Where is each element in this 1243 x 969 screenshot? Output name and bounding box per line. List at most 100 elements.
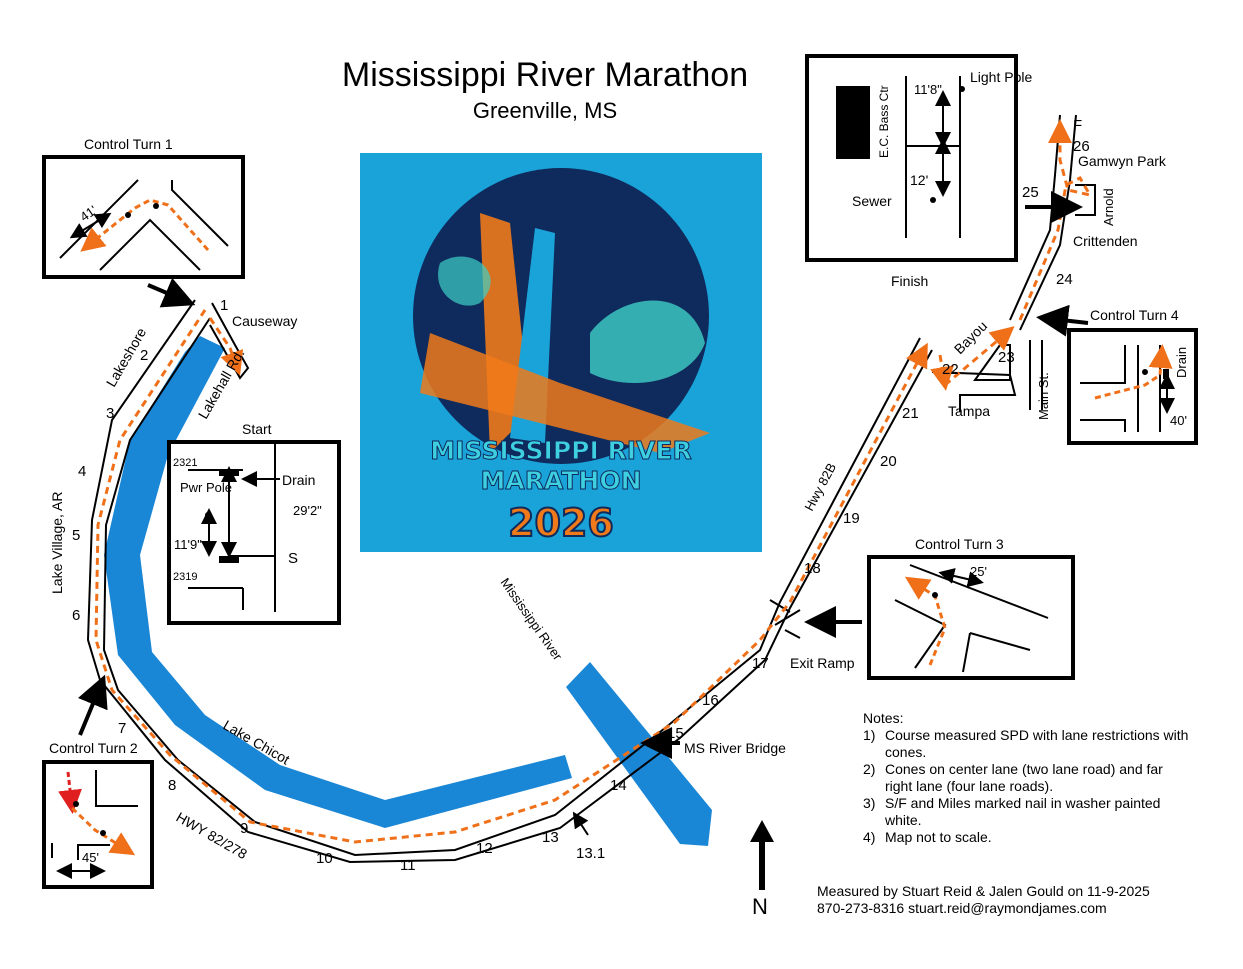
mile-13-1-pointer	[572, 811, 589, 836]
note-item: 2) Cones on center lane (two lane road) a…	[863, 761, 1193, 795]
note-item: 4) Map not to scale.	[863, 829, 1193, 846]
mile-9: 9	[240, 820, 248, 837]
mile-25: 25	[1022, 184, 1039, 201]
start-box: Start 2321 2319 Pwr Pole 11'9" Drain 29'…	[167, 421, 341, 625]
note-item: 1) Course measured SPD with lane restrict…	[863, 727, 1193, 761]
mile-21: 21	[902, 405, 919, 422]
river-label: Mississippi River	[498, 575, 566, 663]
start-drain-label: Drain	[282, 472, 315, 488]
control-turn-4-title: Control Turn 4	[1090, 307, 1179, 323]
mile-12: 12	[476, 840, 493, 857]
start-drain-dist: 29'2"	[293, 503, 322, 518]
arnold-label: Arnold	[1101, 188, 1116, 226]
finish-light-pole: Light Pole	[970, 69, 1032, 85]
control-turn-1-title: Control Turn 1	[84, 136, 173, 152]
map-subtitle: Greenville, MS	[472, 98, 618, 123]
start-pole-label: Pwr Pole	[180, 480, 232, 495]
logo-year: 2026	[508, 501, 614, 545]
mile-markers: 1 2 3 4 5 6 7 8 9 10 11 12 13 13.1 14 15…	[72, 117, 1090, 874]
mile-7: 7	[118, 720, 126, 737]
lake-chicot	[104, 336, 572, 828]
mile-5: 5	[72, 527, 80, 544]
lake-village-label: Lake Village, AR	[49, 492, 65, 594]
mile-16: 16	[702, 692, 719, 709]
finish-building: E.C. Bass Ctr	[877, 85, 891, 158]
mile-20: 20	[880, 453, 897, 470]
finish-box: E.C. Bass Ctr Light Pole 11'8" Sewer 12'…	[805, 54, 1032, 289]
control-turn-4-box: Control Turn 4 Drain 40'	[1067, 307, 1198, 445]
note-text: S/F and Miles marked nail in washer pain…	[885, 795, 1161, 828]
exit-ramp-label: Exit Ramp	[790, 655, 855, 671]
note-num: 3)	[863, 795, 876, 811]
causeway-label: Causeway	[232, 313, 297, 329]
tampa-label: Tampa	[948, 403, 990, 419]
control-pointers	[78, 191, 1089, 759]
finish-light-dist: 11'8"	[914, 82, 942, 97]
north-arrow: N	[750, 820, 774, 919]
mile-13: 13	[542, 829, 559, 846]
mile-26: 26	[1073, 138, 1090, 155]
credit-contact: 870-273-8316 stuart.reid@raymondjames.co…	[817, 900, 1107, 916]
mile-23: 23	[998, 349, 1015, 366]
mile-10: 10	[316, 850, 333, 867]
mile-6: 6	[72, 607, 80, 624]
control-turn-3-title: Control Turn 3	[915, 536, 1004, 552]
hwy-82b-label: Hwy 82B	[801, 460, 839, 513]
mile-19: 19	[843, 510, 860, 527]
crittenden-label: Crittenden	[1073, 233, 1138, 249]
finish-sewer: Sewer	[852, 193, 892, 209]
logo-line2: MARATHON	[480, 466, 641, 495]
event-logo: MISSISSIPPI RIVER MARATHON 2026	[360, 153, 762, 552]
control-turn-4-dist: 40'	[1170, 413, 1187, 428]
start-addr-bottom: 2319	[173, 571, 197, 583]
start-marker: S	[288, 550, 298, 567]
notes-panel: Notes: 1) Course measured SPD with lane r…	[863, 710, 1193, 846]
mile-18: 18	[804, 560, 821, 577]
course-route	[94, 119, 1094, 844]
note-text: Cones on center lane (two lane road) and…	[885, 761, 1163, 794]
note-text: Map not to scale.	[885, 829, 992, 845]
mile-15: 15	[667, 725, 684, 742]
mile-3: 3	[106, 405, 114, 422]
control-turn-2-dist: 45'	[82, 850, 99, 865]
finish-title: Finish	[891, 273, 928, 289]
finish-sewer-dist: 12'	[910, 172, 928, 188]
mile-22: 22	[942, 361, 959, 378]
note-num: 4)	[863, 829, 876, 845]
control-turn-3-box: Control Turn 3 25'	[867, 536, 1075, 680]
mile-13-1: 13.1	[576, 845, 605, 862]
control-turn-1-box: Control Turn 1 41'	[42, 136, 245, 279]
start-addr-top: 2321	[173, 457, 197, 469]
mile-17: 17	[752, 655, 769, 672]
note-text: Course measured SPD with lane restrictio…	[885, 727, 1189, 760]
mile-11: 11	[400, 857, 416, 874]
note-num: 1)	[863, 727, 876, 743]
credit-measured-by: Measured by Stuart Reid & Jalen Gould on…	[817, 883, 1150, 899]
mississippi-river	[566, 662, 712, 846]
map-title: Mississippi River Marathon	[341, 56, 749, 94]
mile-2: 2	[140, 347, 148, 364]
bridge-label: MS River Bridge	[684, 740, 786, 756]
mile-4: 4	[78, 463, 86, 480]
finish-marker: F	[1073, 117, 1082, 134]
north-label: N	[752, 894, 768, 919]
mile-14: 14	[610, 777, 627, 794]
control-turn-2-box: Control Turn 2 45'	[42, 740, 154, 889]
notes-heading: Notes:	[863, 710, 904, 726]
control-turn-2-title: Control Turn 2	[49, 740, 138, 756]
control-turn-4-road: Drain	[1174, 347, 1189, 378]
gamwyn-label: Gamwyn Park	[1078, 153, 1167, 169]
hwy-82-278-label: HWY 82/278	[174, 809, 251, 863]
mile-8: 8	[168, 777, 176, 794]
mile-24: 24	[1056, 271, 1073, 288]
credit-block: Measured by Stuart Reid & Jalen Gould on…	[817, 883, 1150, 917]
main-st-label: Main St.	[1036, 372, 1051, 420]
start-title: Start	[242, 421, 272, 437]
start-pole-dist: 11'9"	[174, 537, 202, 552]
control-turn-3-dist: 25'	[970, 564, 987, 579]
logo-line1: MISSISSIPPI RIVER	[430, 436, 691, 465]
note-num: 2)	[863, 761, 876, 777]
note-item: 3) S/F and Miles marked nail in washer pa…	[863, 795, 1193, 829]
mile-1: 1	[220, 297, 228, 314]
